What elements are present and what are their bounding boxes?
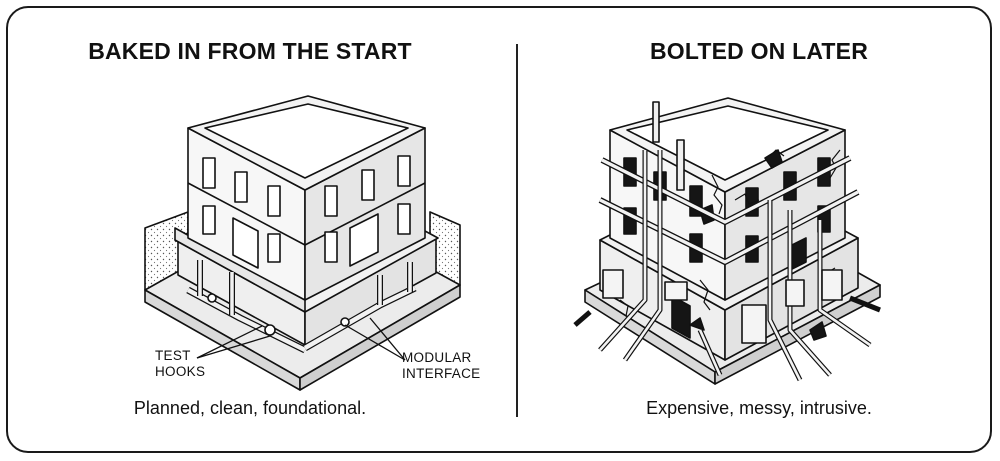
test-hook-node (264, 324, 276, 336)
callout-test-hooks-line1: TEST (155, 348, 191, 363)
baked-in-title: BAKED IN FROM THE START (88, 38, 412, 64)
baked-in-caption: Planned, clean, foundational. (133, 398, 367, 418)
callout-test-hooks: TEST HOOKS (155, 348, 205, 380)
panel-bolted-on: BOLTED ON LATER Expensive, messy, intrus… (518, 0, 1000, 461)
clean-building (144, 95, 461, 391)
callout-modular-interface: MODULAR INTERFACE (402, 350, 480, 382)
bolted-on-caption: Expensive, messy, intrusive. (646, 398, 872, 418)
roof-inner (204, 103, 409, 179)
bolted-on-title: BOLTED ON LATER (649, 38, 869, 64)
callout-test-hooks-line2: HOOKS (155, 364, 206, 379)
callout-modular-interface-line1: MODULAR (402, 350, 472, 365)
callout-modular-interface-line2: INTERFACE (402, 366, 481, 381)
panel-baked-in: BAKED IN FROM THE START Planned, clean, … (88, 38, 412, 418)
messy-building (573, 97, 881, 385)
base-slab-right (299, 284, 461, 391)
panel-divider (516, 44, 518, 417)
